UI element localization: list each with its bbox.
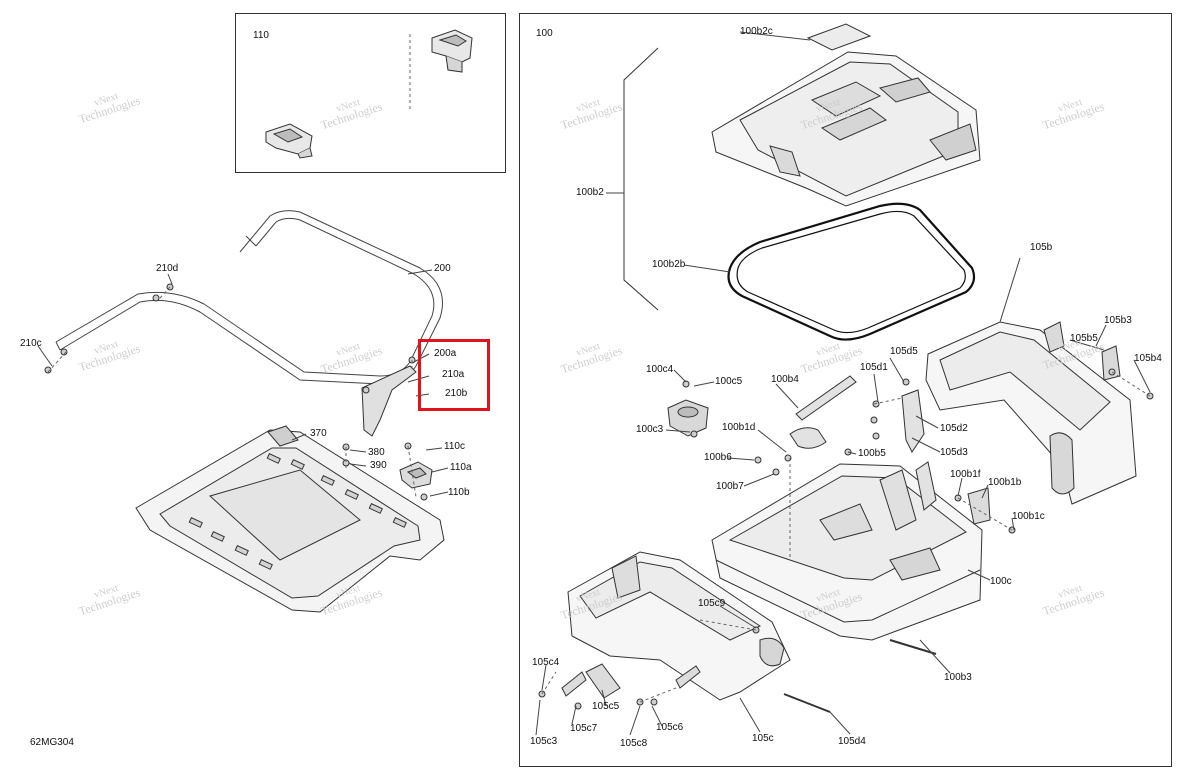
part-label-105d1: 105d1 xyxy=(860,362,888,373)
part-label-100b2b: 100b2b xyxy=(652,259,686,270)
part-label-105b4: 105b4 xyxy=(1134,353,1162,364)
part-label-100b6: 100b6 xyxy=(704,452,732,463)
strap-100b4-drawing xyxy=(789,375,857,449)
base-plate-drawing xyxy=(135,425,445,613)
diagram-code: 62MG304 xyxy=(30,737,74,748)
part-label-100c4: 100c4 xyxy=(646,364,674,375)
part-label-110b: 110b xyxy=(448,487,470,498)
decal-100b2c-drawing xyxy=(806,23,872,51)
part-label-100b5: 100b5 xyxy=(858,448,886,459)
part-label-105c4: 105c4 xyxy=(532,657,560,668)
part-label-105d5: 105d5 xyxy=(890,346,918,357)
fasteners-right xyxy=(538,368,1154,713)
bracket-110-upper-drawing xyxy=(431,29,473,73)
part-label-100c5: 100c5 xyxy=(715,376,743,387)
latch-100b1b-drawing xyxy=(967,487,991,525)
part-label-380: 380 xyxy=(368,447,385,458)
part-label-105d3: 105d3 xyxy=(940,447,968,458)
leader-lines xyxy=(37,31,1151,736)
part-label-105c6: 105c6 xyxy=(656,722,684,733)
group-bracket-100b2 xyxy=(623,47,659,311)
part-label-105b5: 105b5 xyxy=(1070,333,1098,344)
part-label-110: 110 xyxy=(253,30,269,41)
part-label-105d4: 105d4 xyxy=(838,736,866,747)
part-label-370: 370 xyxy=(310,428,327,439)
part-label-100: 100 xyxy=(536,28,553,39)
part-label-210a: 210a xyxy=(442,369,465,380)
part-label-390: 390 xyxy=(370,460,387,471)
tub-100c-drawing xyxy=(711,463,983,641)
support-bracket-210-drawing xyxy=(361,365,417,437)
part-label-105c7: 105c7 xyxy=(570,723,598,734)
part-label-100c: 100c xyxy=(990,576,1012,587)
part-label-100b7: 100b7 xyxy=(716,481,744,492)
part-label-100b1c: 100b1c xyxy=(1012,511,1045,522)
part-label-100b1d: 100b1d xyxy=(722,422,756,433)
hinge-105c5-drawing xyxy=(561,663,701,699)
part-label-105c5: 105c5 xyxy=(592,701,620,712)
part-label-105b3: 105b3 xyxy=(1104,315,1132,326)
part-label-105c9: 105c9 xyxy=(698,598,726,609)
part-label-210b: 210b xyxy=(445,388,468,399)
part-label-105c3: 105c3 xyxy=(530,736,558,747)
assembly-lines xyxy=(47,34,1151,703)
part-label-110c: 110c xyxy=(444,441,465,452)
part-label-100b2: 100b2 xyxy=(576,187,604,198)
main-frame-100 xyxy=(519,13,1172,767)
latch-105d-drawing xyxy=(901,389,937,511)
part-label-100b3: 100b3 xyxy=(944,672,972,683)
part-label-105c8: 105c8 xyxy=(620,738,648,749)
part-label-105c: 105c xyxy=(752,733,774,744)
part-label-200a: 200a xyxy=(434,348,457,359)
knob-100c4-drawing xyxy=(667,399,709,437)
lid-100b2-drawing xyxy=(711,51,981,207)
part-label-200: 200 xyxy=(434,263,451,274)
bracket-110-lower-drawing xyxy=(265,123,313,159)
highlight-box-200a-210 xyxy=(418,339,490,411)
base-plate-slots xyxy=(188,452,407,570)
side-case-105b-drawing xyxy=(925,321,1137,505)
part-label-100b1b: 100b1b xyxy=(988,477,1022,488)
part-label-210c: 210c xyxy=(20,338,42,349)
seal-100b2b-drawing xyxy=(727,202,976,341)
part-label-210d: 210d xyxy=(156,263,179,274)
part-label-110a: 110a xyxy=(450,462,472,473)
part-label-100b1f: 100b1f xyxy=(950,469,981,480)
part-label-100b2c: 100b2c xyxy=(740,26,773,37)
inset-frame-110 xyxy=(235,13,506,173)
part-label-100b4: 100b4 xyxy=(771,374,799,385)
part-label-100c3: 100c3 xyxy=(636,424,664,435)
side-case-105c-drawing xyxy=(567,551,791,701)
part-label-105d2: 105d2 xyxy=(940,423,968,434)
part-label-105b: 105b xyxy=(1030,242,1053,253)
